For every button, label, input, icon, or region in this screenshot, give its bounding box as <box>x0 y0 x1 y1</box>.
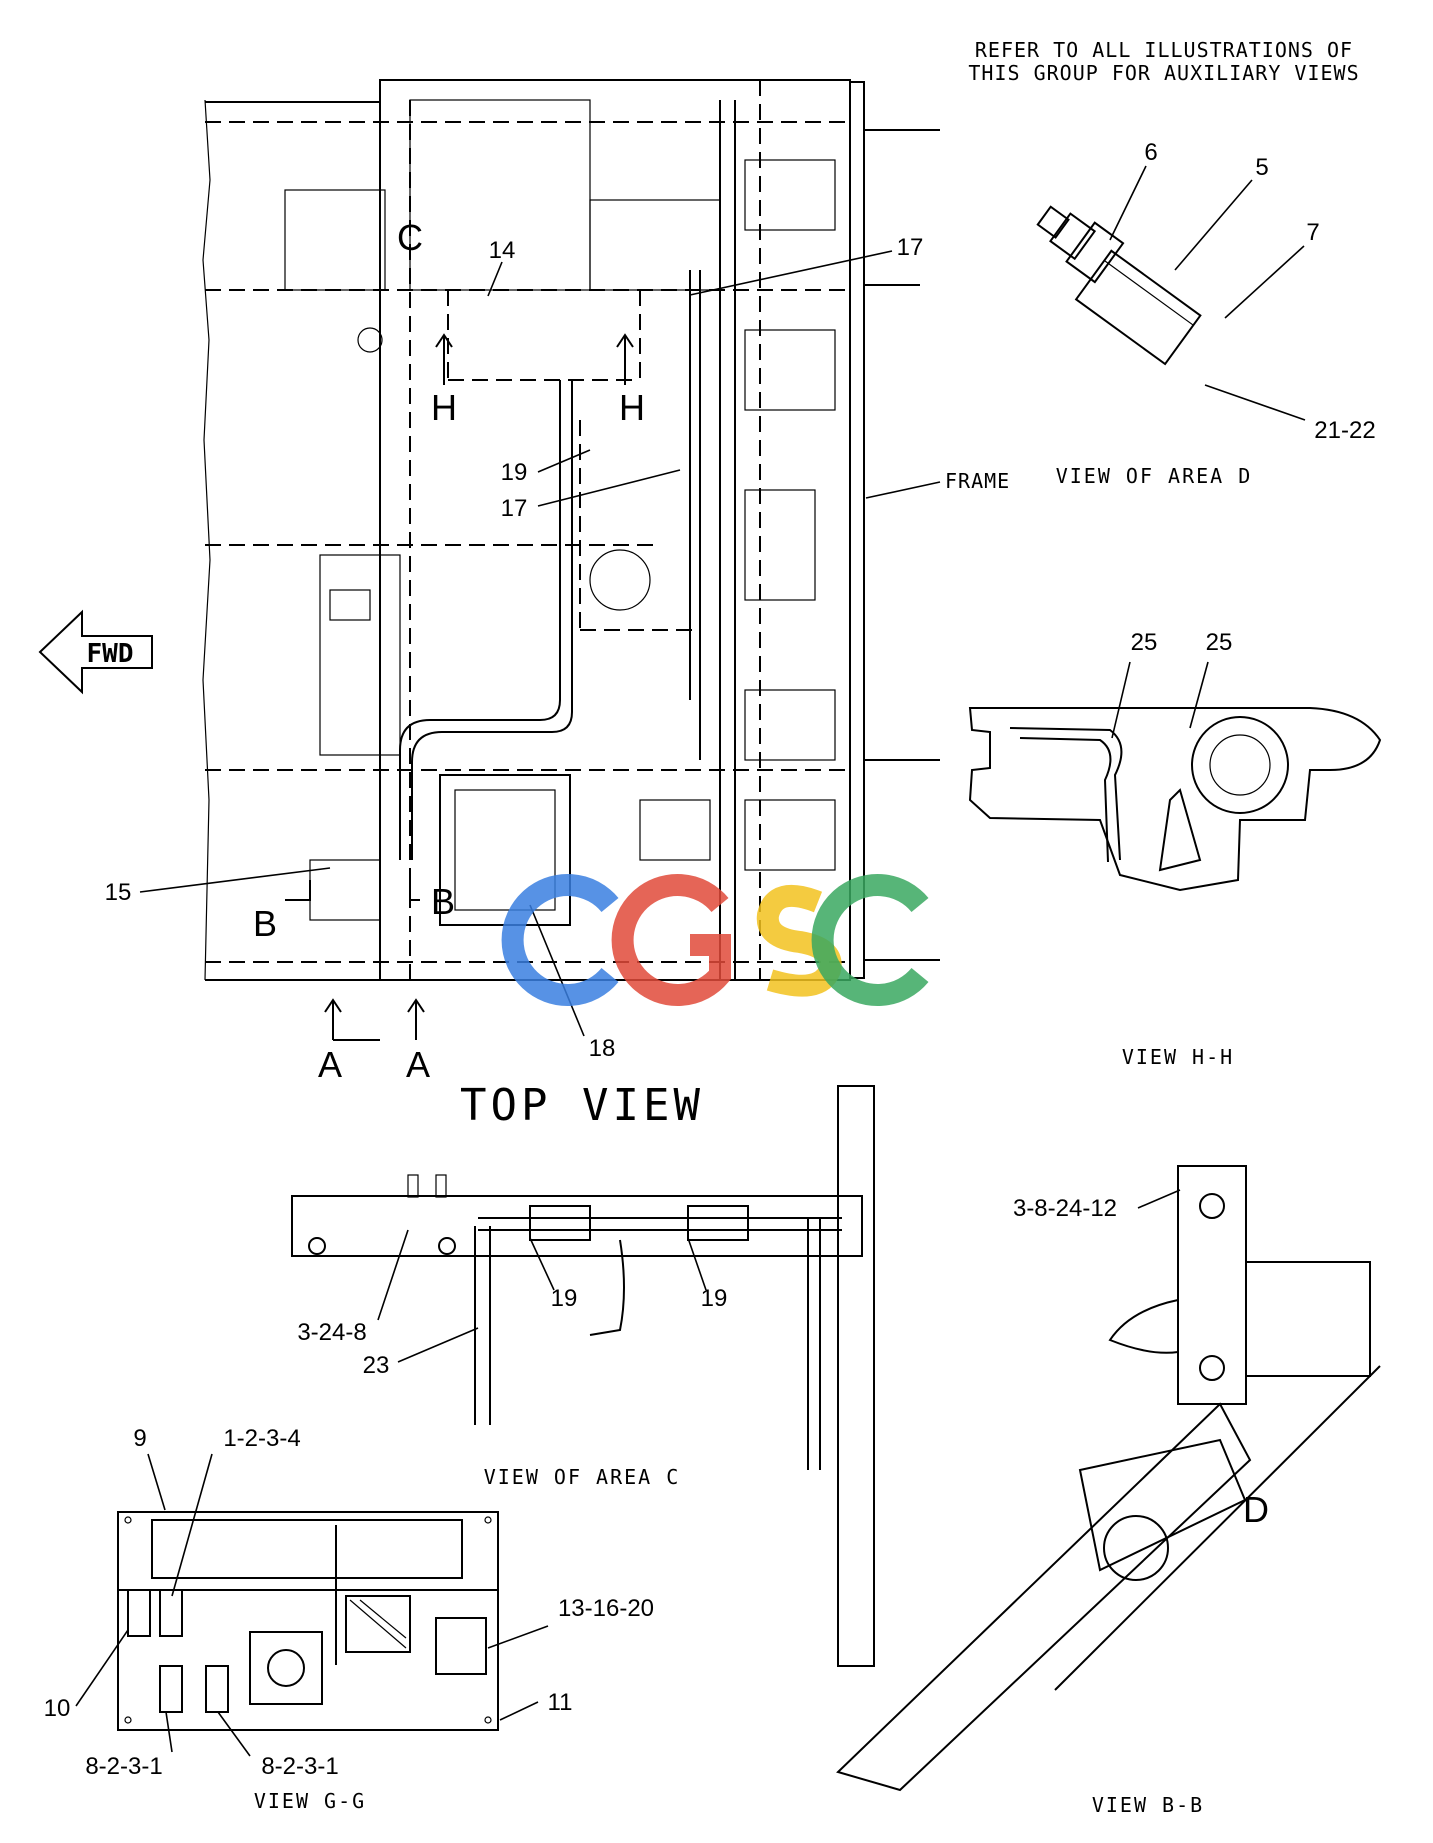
callout-14: 14 <box>489 237 516 264</box>
callout-13-16-20: 13-16-20 <box>558 1595 654 1622</box>
callout-3-24-8: 3-24-8 <box>297 1319 366 1346</box>
section-letter-d: D <box>1243 1489 1269 1530</box>
top-view-title: TOP VIEW <box>460 1080 704 1131</box>
callout-1-2-3-4: 1-2-3-4 <box>223 1425 300 1452</box>
view-area-c: 3-24-8 23 19 19 VIEW OF AREA C <box>291 1085 875 1667</box>
section-letter-h-right: H <box>619 387 645 428</box>
relay-2 <box>687 1205 749 1241</box>
callout-9: 9 <box>133 1425 146 1452</box>
callout-18: 18 <box>589 1035 616 1062</box>
watermark <box>501 874 929 1006</box>
callout-3-8-24-12: 3-8-24-12 <box>1013 1195 1117 1222</box>
pressure-sensor-body <box>1074 249 1202 366</box>
break-line <box>202 99 211 981</box>
view-h-h: 25 25 VIEW H-H <box>968 629 1382 1069</box>
top-view: C H H B B A A 14 17 19 17 15 18 FRAME FW… <box>38 79 1010 1131</box>
callout-25-right: 25 <box>1206 629 1233 656</box>
callout-7: 7 <box>1306 219 1319 246</box>
callout-10: 10 <box>44 1695 71 1722</box>
section-letter-a-right: A <box>406 1044 430 1085</box>
view-h-h-caption: VIEW H-H <box>1122 1045 1234 1069</box>
section-letter-h-left: H <box>431 387 457 428</box>
view-g-g: 9 1-2-3-4 13-16-20 10 11 8-2-3-1 8-2-3-1… <box>44 1425 654 1813</box>
view-area-c-caption: VIEW OF AREA C <box>484 1465 681 1489</box>
mounting-plate <box>291 1195 863 1257</box>
vertical-rail <box>837 1085 875 1667</box>
frame-label: FRAME <box>945 469 1010 493</box>
view-area-d-caption: VIEW OF AREA D <box>1056 464 1253 488</box>
section-letter-a-left: A <box>318 1044 342 1085</box>
watermark-letter-s <box>756 884 842 997</box>
callout-5: 5 <box>1255 154 1268 181</box>
junction-block <box>249 1631 323 1705</box>
callout-19-top-view: 19 <box>501 459 528 486</box>
watermark-letter-c2 <box>811 874 929 1006</box>
fwd-label: FWD <box>87 639 134 669</box>
callout-8-2-3-1-right: 8-2-3-1 <box>261 1753 338 1780</box>
section-letter-b-left: B <box>253 903 277 944</box>
view-b-b-caption: VIEW B-B <box>1092 1793 1204 1817</box>
section-letter-c: C <box>397 217 423 258</box>
panel-outline <box>117 1511 499 1731</box>
relay-1 <box>529 1205 591 1241</box>
callout-15: 15 <box>105 879 132 906</box>
terminal-block <box>435 1617 487 1675</box>
callout-6: 6 <box>1144 139 1157 166</box>
callout-23: 23 <box>363 1352 390 1379</box>
bracket-outline <box>968 707 1382 892</box>
display-window <box>345 1595 411 1653</box>
callout-19-area-c-right: 19 <box>701 1285 728 1312</box>
sloped-guard <box>836 1402 1252 1792</box>
view-b-b: D 3-8-24-12 VIEW B-B <box>836 1165 1381 1817</box>
section-letter-b-right: B <box>431 881 455 922</box>
view-area-d: 6 5 7 21-22 VIEW OF AREA D <box>1036 139 1376 488</box>
callout-21-22: 21-22 <box>1314 417 1375 444</box>
callout-25-left: 25 <box>1131 629 1158 656</box>
bracket-plate <box>1177 1165 1247 1405</box>
note-line-1: REFER TO ALL ILLUSTRATIONS OF <box>975 38 1353 62</box>
fwd-arrow-icon <box>38 609 153 695</box>
frame-rail <box>849 81 865 979</box>
reference-note: REFER TO ALL ILLUSTRATIONS OF THIS GROUP… <box>968 38 1359 85</box>
note-line-2: THIS GROUP FOR AUXILIARY VIEWS <box>968 61 1359 85</box>
callout-8-2-3-1-left: 8-2-3-1 <box>85 1753 162 1780</box>
callout-17-upper: 17 <box>897 234 924 261</box>
callout-17-lower: 17 <box>501 495 528 522</box>
callout-19-area-c-left: 19 <box>551 1285 578 1312</box>
frame-outline <box>379 79 851 981</box>
watermark-letter-c1 <box>501 874 619 1006</box>
view-g-g-caption: VIEW G-G <box>254 1789 366 1813</box>
callout-11: 11 <box>548 1689 573 1716</box>
watermark-letter-g <box>611 874 731 1006</box>
